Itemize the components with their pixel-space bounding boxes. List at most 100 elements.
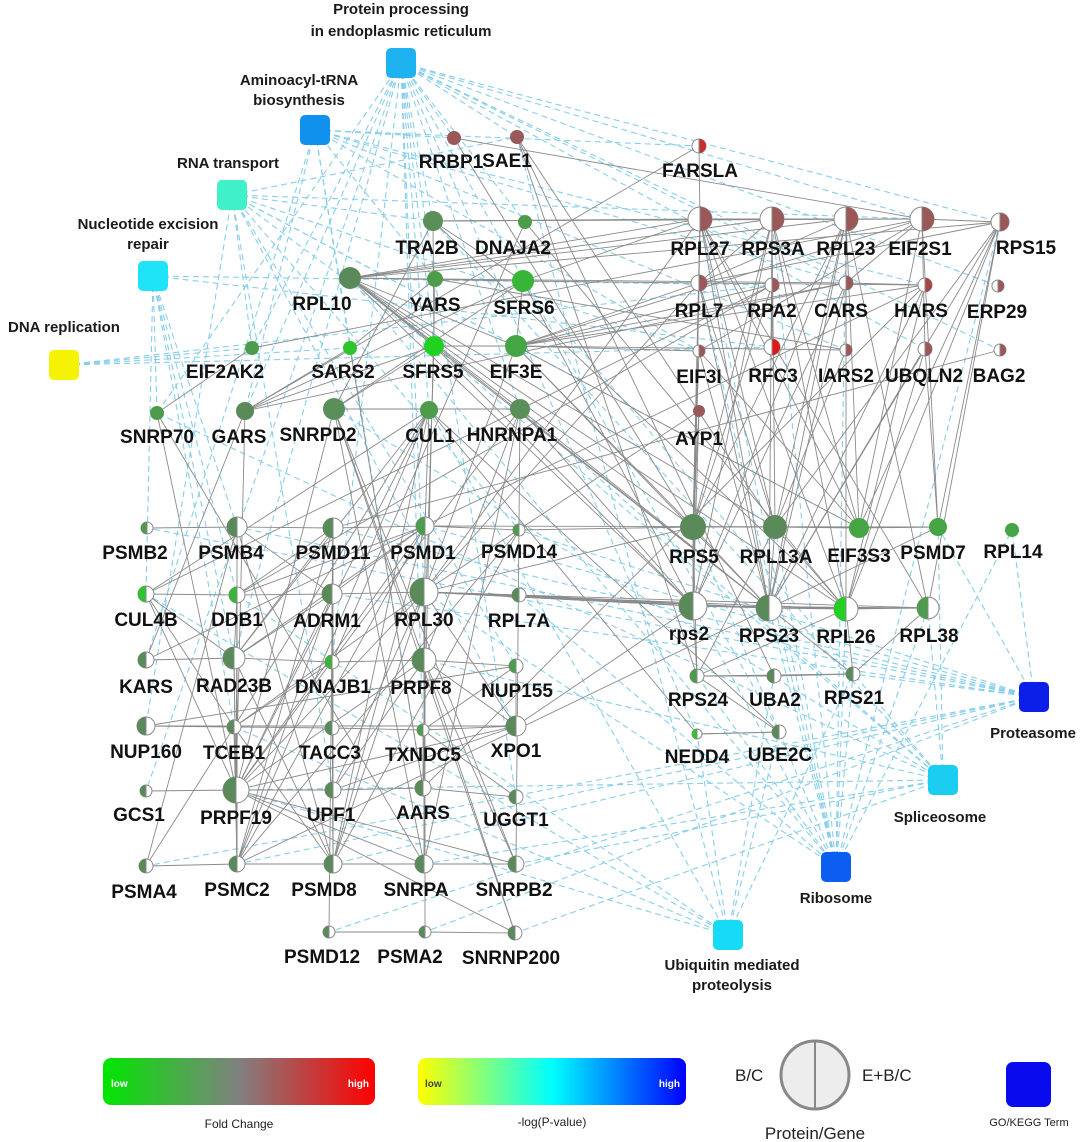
protein-node-nup155[interactable]: NUP155 (481, 658, 553, 702)
protein-node-eif3e[interactable]: EIF3E (490, 335, 543, 383)
protein-node-rpl26[interactable]: RPL26 (816, 596, 876, 648)
protein-node-txndc5[interactable]: TXNDC5 (385, 723, 461, 766)
protein-node-rpl10[interactable]: RPL10 (292, 267, 361, 315)
protein-node-bag2[interactable]: BAG2 (973, 343, 1026, 387)
term-square[interactable] (1019, 682, 1049, 712)
protein-node-rps23[interactable]: RPS23 (739, 594, 799, 647)
term-square[interactable] (821, 852, 851, 882)
protein-node-rad23b[interactable]: RAD23B (196, 646, 272, 697)
protein-node-sars2[interactable]: SARS2 (311, 341, 375, 383)
protein-node-rpl14[interactable]: RPL14 (983, 523, 1043, 563)
protein-node-nup160[interactable]: NUP160 (110, 716, 182, 763)
protein-node-psmb2[interactable]: PSMB2 (102, 521, 168, 564)
protein-node-aars[interactable]: AARS (396, 779, 450, 824)
protein-node-ddb1[interactable]: DDB1 (211, 586, 263, 631)
protein-node-rps3a[interactable]: RPS3A (741, 206, 805, 260)
protein-node-rps21[interactable]: RPS21 (824, 666, 885, 709)
protein-node-eif2s1[interactable]: EIF2S1 (888, 206, 952, 260)
protein-node-snrpa[interactable]: SNRPA (383, 854, 449, 901)
protein-node-prpf8[interactable]: PRPF8 (390, 647, 452, 699)
protein-node-rpa2[interactable]: RPA2 (747, 277, 797, 322)
node-circle[interactable] (343, 341, 357, 355)
protein-node-prpf19[interactable]: PRPF19 (200, 776, 272, 829)
node-circle[interactable] (424, 336, 444, 356)
protein-node-cars[interactable]: CARS (814, 275, 868, 322)
term-node-dna[interactable]: DNA replication (8, 319, 120, 380)
term-square[interactable] (928, 765, 958, 795)
node-circle[interactable] (236, 402, 254, 420)
term-square[interactable] (713, 920, 743, 950)
protein-node-tceb1[interactable]: TCEB1 (203, 719, 266, 764)
node-circle[interactable] (849, 518, 869, 538)
node-circle[interactable] (427, 271, 443, 287)
protein-node-eif3i[interactable]: EIF3I (676, 344, 722, 388)
node-circle[interactable] (929, 518, 947, 536)
protein-node-upf1[interactable]: UPF1 (307, 781, 356, 826)
protein-node-psma4[interactable]: PSMA4 (111, 858, 177, 903)
protein-node-psmd12[interactable]: PSMD12 (284, 925, 360, 968)
protein-node-rps5[interactable]: RPS5 (669, 514, 719, 568)
protein-node-eif2ak2[interactable]: EIF2AK2 (186, 341, 264, 383)
protein-node-rpl38[interactable]: RPL38 (899, 596, 959, 647)
term-square[interactable] (138, 261, 168, 291)
term-node-rnat[interactable]: RNA transport (177, 155, 279, 210)
protein-node-yars[interactable]: YARS (409, 271, 461, 316)
protein-node-uggt1[interactable]: UGGT1 (483, 789, 549, 831)
protein-node-rps15[interactable]: RPS15 (990, 212, 1057, 259)
protein-node-sfrs6[interactable]: SFRS6 (493, 270, 555, 319)
protein-node-adrm1[interactable]: ADRM1 (293, 583, 361, 632)
protein-node-gars[interactable]: GARS (212, 402, 267, 448)
protein-node-psma2[interactable]: PSMA2 (377, 925, 443, 968)
protein-node-rpl27[interactable]: RPL27 (670, 206, 730, 260)
term-square[interactable] (386, 48, 416, 78)
protein-node-uba2[interactable]: UBA2 (749, 668, 801, 711)
node-circle[interactable] (763, 515, 787, 539)
protein-node-sfrs5[interactable]: SFRS5 (402, 336, 464, 383)
protein-node-rpl7a[interactable]: RPL7A (488, 587, 551, 632)
protein-node-nedd4[interactable]: NEDD4 (665, 728, 730, 768)
protein-node-rrbp1[interactable]: RRBP1 (419, 131, 484, 173)
protein-node-psmd8[interactable]: PSMD8 (291, 854, 357, 901)
protein-node-psmc2[interactable]: PSMC2 (204, 855, 270, 901)
protein-node-dnajb1[interactable]: DNAJB1 (295, 654, 371, 698)
node-circle[interactable] (510, 399, 530, 419)
protein-node-psmb4[interactable]: PSMB4 (198, 516, 264, 564)
protein-node-psmd14[interactable]: PSMD14 (481, 523, 557, 563)
protein-node-xpo1[interactable]: XPO1 (491, 715, 542, 762)
protein-node-rps2[interactable]: rps2 (669, 591, 709, 645)
protein-node-rpl7[interactable]: RPL7 (675, 274, 724, 322)
node-circle[interactable] (420, 401, 438, 419)
protein-node-snrnp200[interactable]: SNRNP200 (462, 925, 560, 969)
protein-node-psmd1[interactable]: PSMD1 (390, 516, 456, 564)
protein-node-gcs1[interactable]: GCS1 (113, 784, 165, 826)
protein-node-dnaja2[interactable]: DNAJA2 (475, 215, 551, 259)
protein-node-rpl30[interactable]: RPL30 (394, 577, 454, 631)
node-circle[interactable] (510, 130, 524, 144)
protein-node-tra2b[interactable]: TRA2B (395, 211, 459, 259)
protein-node-ubqln2[interactable]: UBQLN2 (885, 341, 963, 387)
protein-node-tacc3[interactable]: TACC3 (299, 720, 361, 764)
node-circle[interactable] (680, 514, 706, 540)
protein-node-cul4b[interactable]: CUL4B (114, 585, 178, 631)
term-square[interactable] (217, 180, 247, 210)
protein-node-sae1[interactable]: SAE1 (482, 130, 532, 172)
node-circle[interactable] (423, 211, 443, 231)
protein-node-ayp1[interactable]: AYP1 (675, 405, 723, 450)
protein-node-rpl13a[interactable]: RPL13A (740, 515, 813, 568)
protein-node-snrp70[interactable]: SNRP70 (120, 406, 194, 448)
protein-node-eif3s3[interactable]: EIF3S3 (827, 518, 891, 567)
term-node-prot[interactable]: Proteasome (990, 682, 1076, 742)
protein-node-erp29[interactable]: ERP29 (967, 279, 1027, 323)
node-circle[interactable] (245, 341, 259, 355)
term-node-splice[interactable]: Spliceosome (894, 765, 987, 826)
protein-node-rpl23[interactable]: RPL23 (816, 206, 876, 260)
node-circle[interactable] (518, 215, 532, 229)
protein-node-kars[interactable]: KARS (119, 651, 173, 698)
term-node-ribo[interactable]: Ribosome (800, 852, 873, 907)
protein-node-hars[interactable]: HARS (894, 277, 948, 322)
protein-node-cul1[interactable]: CUL1 (405, 401, 455, 447)
